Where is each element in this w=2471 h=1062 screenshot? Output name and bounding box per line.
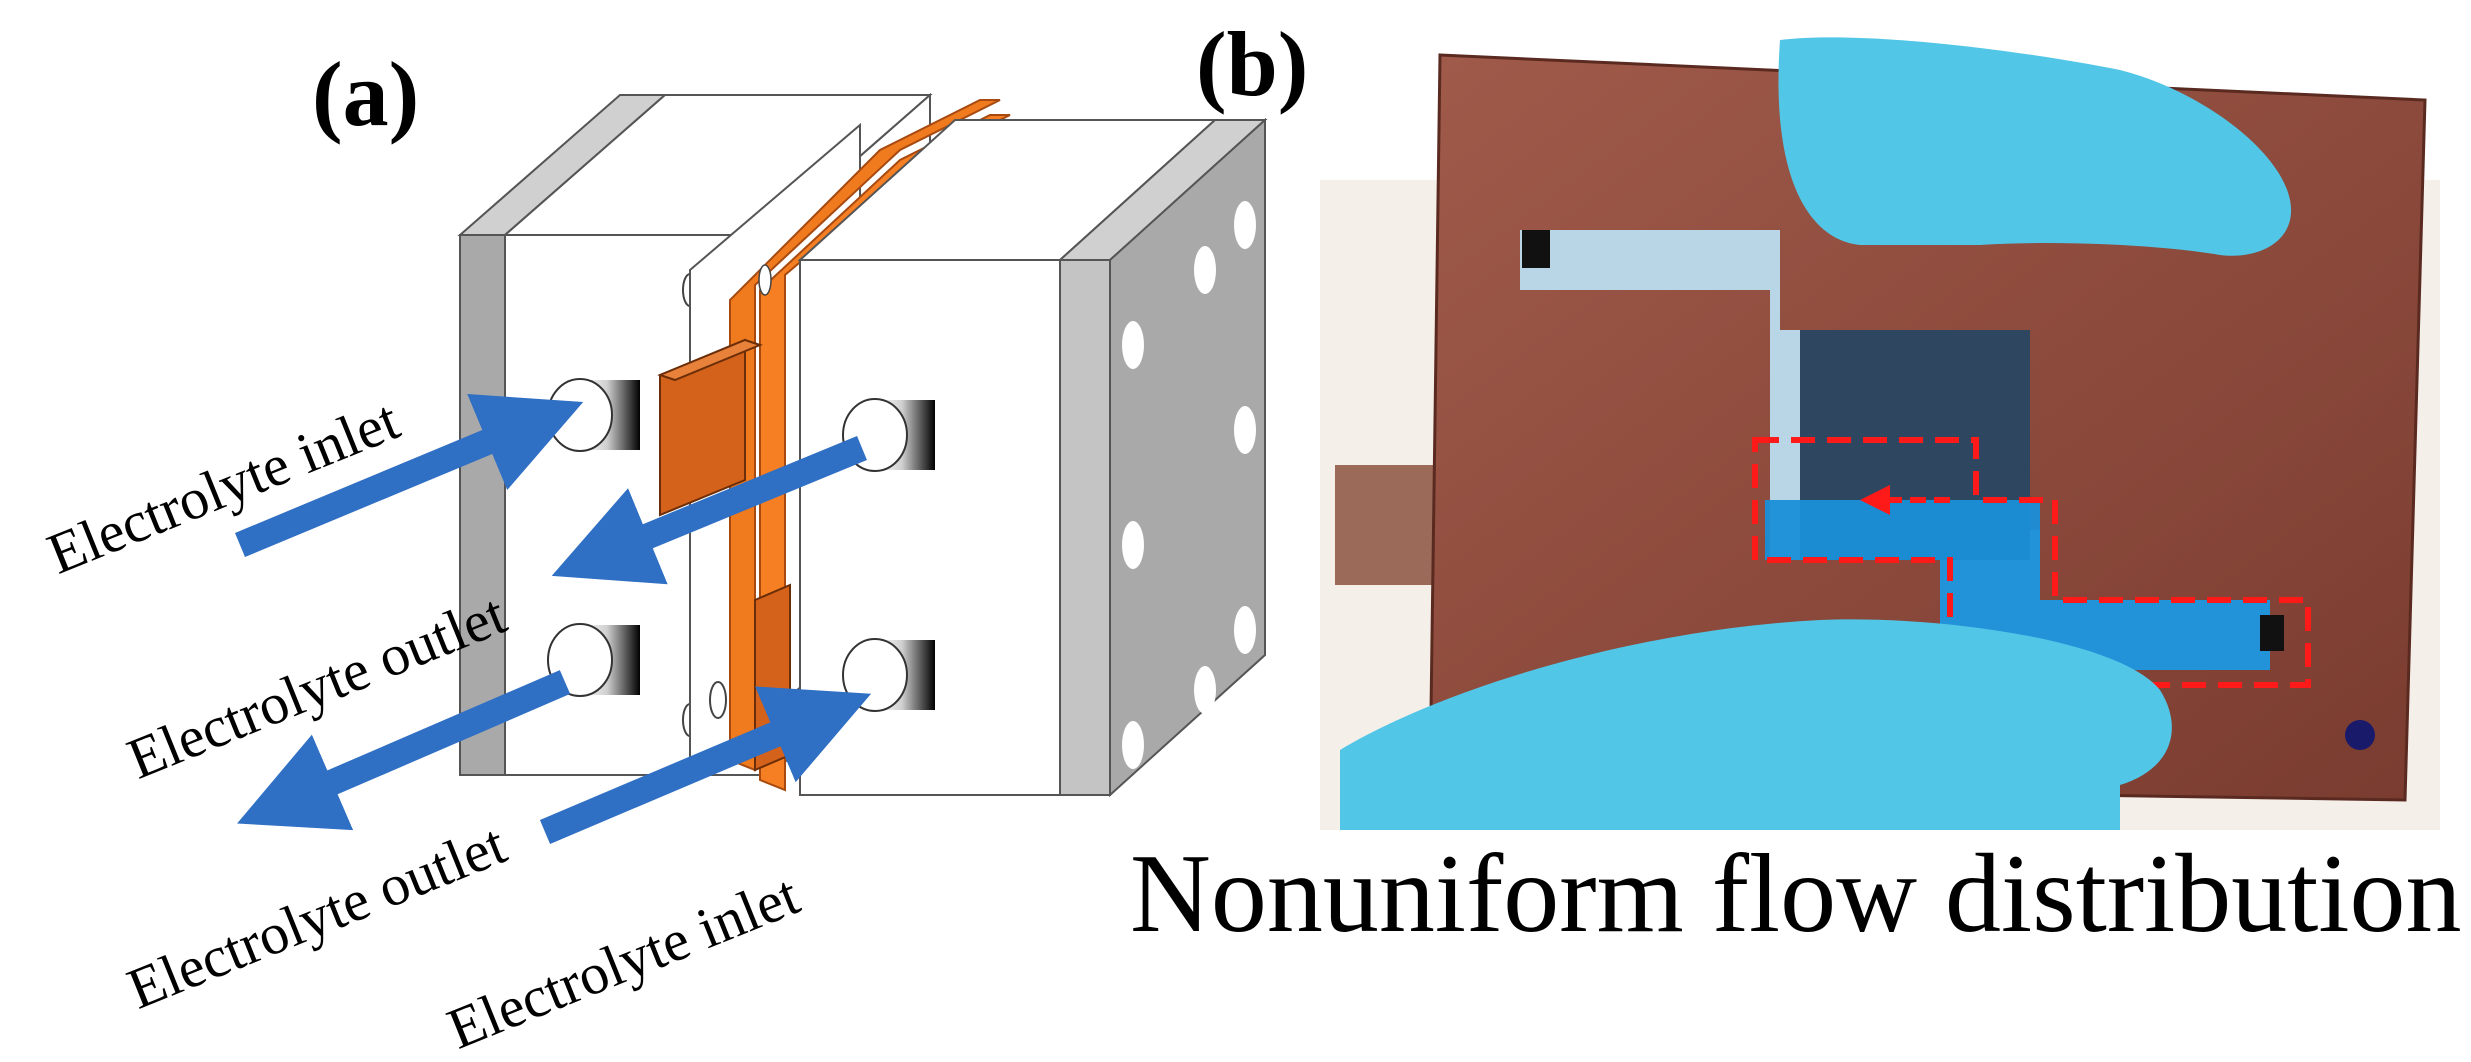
inlet-port-lower-right xyxy=(842,638,935,712)
photo-caption: Nonuniform flow distribution xyxy=(1130,832,2462,956)
outlet-arrow-2 xyxy=(237,670,571,831)
outlet-port-lower-left xyxy=(547,623,640,697)
figure-canvas: (a) (b) Electrolyte inlet Electrolyte ou… xyxy=(39,13,2462,1062)
flow-direction-arrowhead xyxy=(1860,485,1890,515)
inlet-port-upper-left xyxy=(547,378,640,452)
flow-cell-schematic xyxy=(235,92,1268,844)
panel-a-label: (a) xyxy=(312,43,420,145)
panel-b-label: (b) xyxy=(1196,13,1309,115)
outlet-hole-lower xyxy=(2260,615,2284,651)
right-end-plate xyxy=(1057,117,1268,798)
corner-hole xyxy=(2345,720,2375,750)
electrolyte-front xyxy=(1765,500,2270,670)
flow-photo xyxy=(1320,37,2440,830)
glove-top xyxy=(1778,37,2292,256)
inlet-hole-upper xyxy=(1522,230,1550,268)
inlet-arrow-2 xyxy=(539,686,872,844)
flow-highlight-box xyxy=(1752,437,2311,688)
outlet-arrow-1 xyxy=(551,435,867,585)
left-end-plate xyxy=(457,94,668,776)
glove-bottom xyxy=(1340,619,2172,830)
inlet-arrow-1 xyxy=(235,394,584,557)
